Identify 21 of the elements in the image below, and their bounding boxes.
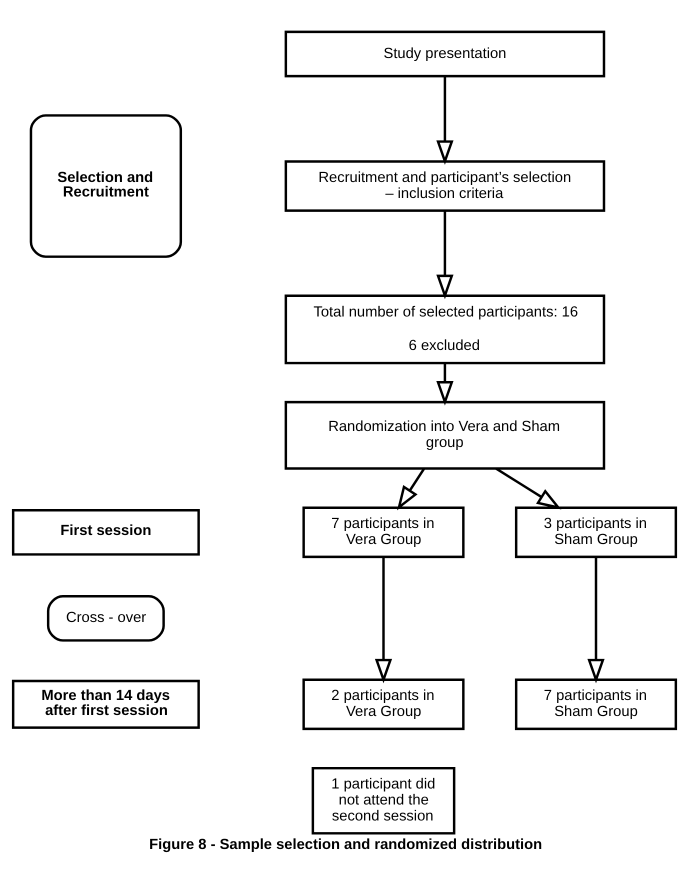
caption: Figure 8 - Sample selection and randomized distribution (149, 836, 542, 853)
node-box: 3 participants in Sham Group (514, 506, 678, 558)
arrow (436, 76, 454, 165)
node-box: 7 participants in Vera Group (302, 506, 465, 558)
node-box: Selection and Recruitment (30, 114, 182, 258)
arrow (374, 557, 392, 684)
arrow (587, 557, 605, 684)
node-box: Cross - over (46, 595, 165, 642)
arrow (436, 363, 454, 406)
node-box: 7 participants in Sham Group (514, 678, 678, 730)
node-box: First session (12, 509, 200, 556)
arrow (436, 210, 454, 300)
arrow (495, 468, 562, 510)
node-box: Study presentation (284, 30, 606, 78)
node-box: More than 14 days after first session (12, 680, 200, 729)
node-box: 1 participant did not attend the second session (312, 766, 456, 835)
node-box: Randomization into Vera and Sham group (284, 400, 606, 470)
arrow (397, 468, 426, 510)
node-box: Recruitment and participant’s selection – inclusion criteria (284, 160, 606, 212)
node-box: Total number of selected participants: 16 6 excluded (284, 294, 606, 364)
node-box: 2 participants in Vera Group (302, 678, 465, 730)
